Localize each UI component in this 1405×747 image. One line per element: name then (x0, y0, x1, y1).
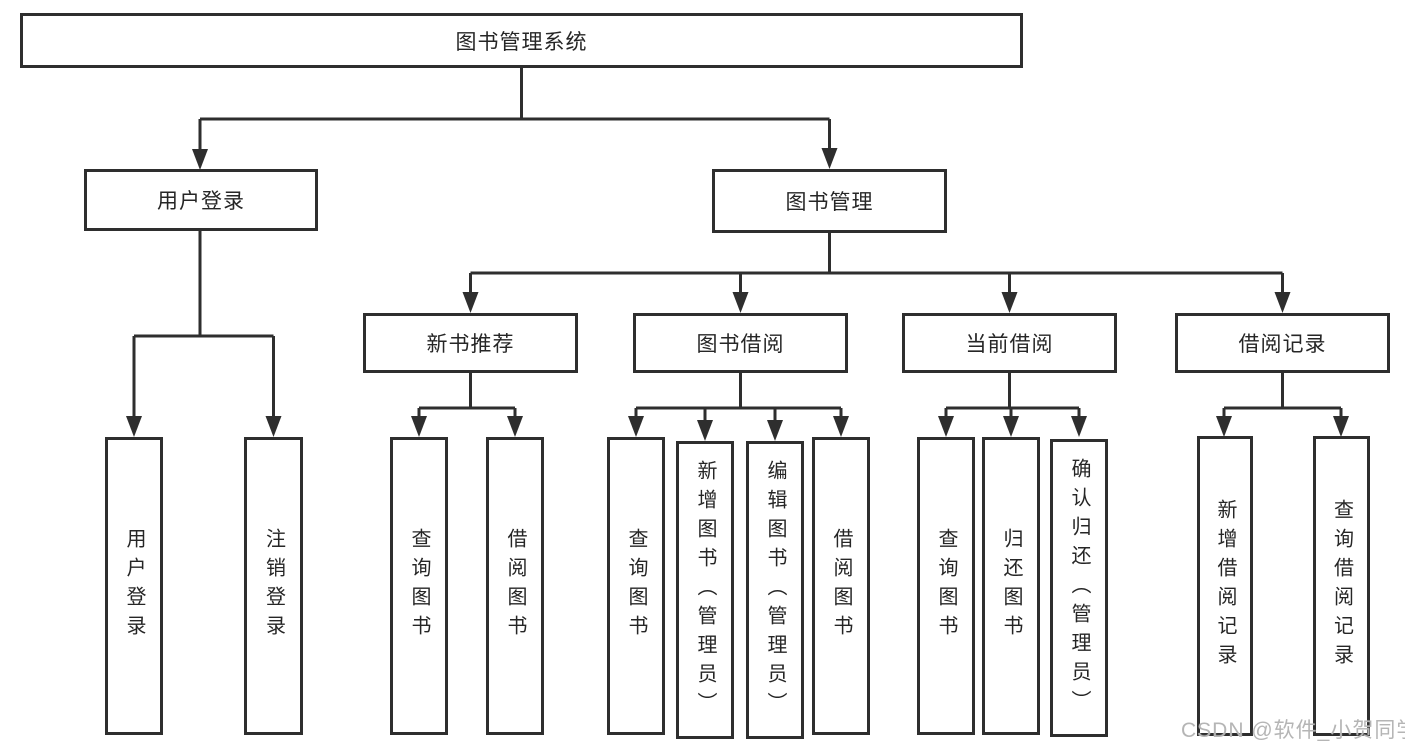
node-user-login-branch: 用户登录 (84, 169, 318, 231)
leaf-query-borrow-record: 查询借阅记录 (1313, 436, 1370, 736)
leaf-borrow-books: 借阅图书 (812, 437, 870, 735)
leaf-query-books-borrow: 查询图书 (607, 437, 665, 735)
watermark: CSDN @软件_小贺同学 (1181, 719, 1405, 742)
leaf-add-borrow-record: 新增借阅记录 (1197, 436, 1253, 736)
node-book-management-branch: 图书管理 (712, 169, 947, 233)
leaf-borrow-books-recommend: 借阅图书 (486, 437, 544, 735)
node-borrow-records: 借阅记录 (1175, 313, 1390, 373)
node-library-management-system: 图书管理系统 (20, 13, 1023, 68)
leaf-add-books-admin: 新增图书（管理员） (676, 441, 734, 739)
arrowheads (126, 148, 1349, 441)
leaf-return-books: 归还图书 (982, 437, 1040, 735)
leaf-query-books-current: 查询图书 (917, 437, 975, 735)
node-new-book-recommend: 新书推荐 (363, 313, 578, 373)
leaf-edit-books-admin: 编辑图书（管理员） (746, 441, 804, 739)
node-current-borrow: 当前借阅 (902, 313, 1117, 373)
node-book-borrow: 图书借阅 (633, 313, 848, 373)
leaf-query-books-recommend: 查询图书 (390, 437, 448, 735)
leaf-logout: 注销登录 (244, 437, 303, 735)
leaf-confirm-return-admin: 确认归还（管理员） (1050, 439, 1108, 737)
leaf-user-login: 用户登录 (105, 437, 163, 735)
